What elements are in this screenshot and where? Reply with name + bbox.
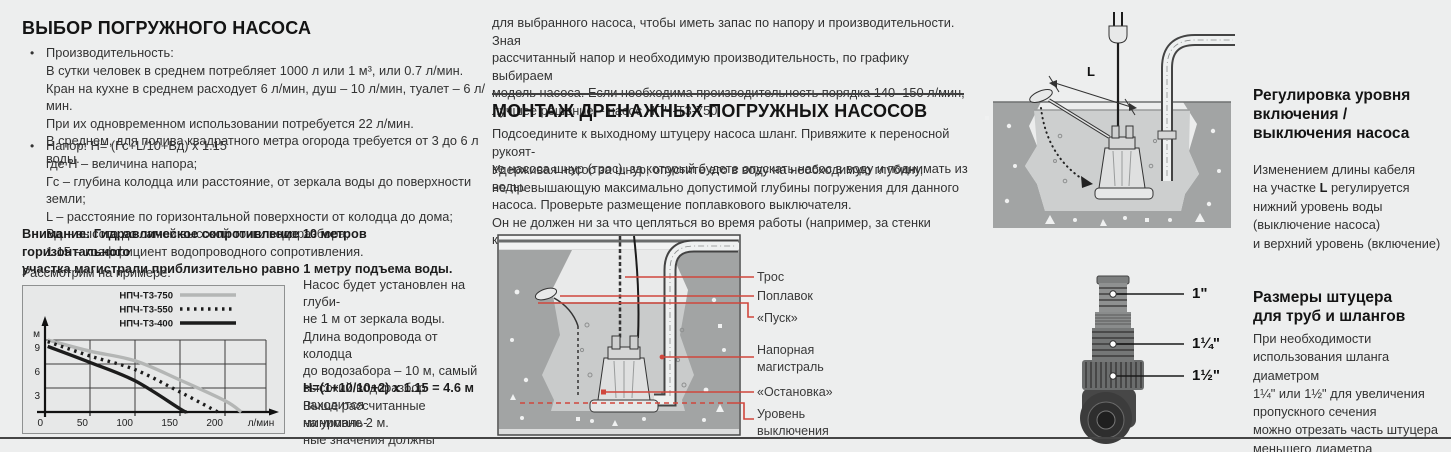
pit-illustration: L [985,12,1235,228]
float-switch-cable [1029,89,1110,139]
float-switch [534,287,579,398]
soil-right [670,250,739,429]
label-cutoff-level: Уровень выключения [757,407,829,438]
soil-left [499,250,572,429]
label-float: Поплавок [757,289,813,303]
water-bubbles [1053,133,1158,184]
svg-text:150: 150 [161,418,178,429]
page-bottom-rule [0,437,1451,439]
intro-paragraph: для выбранного насоса, чтобы иметь запас… [492,15,965,118]
section-divider [492,93,964,95]
soil-speckles [985,116,1221,226]
callout-lines [520,276,754,420]
fitting-heading: Размеры штуцера для труб и шлангов [1253,289,1406,325]
power-cable [633,235,640,339]
example-intro: Рассмотрим на примере: [22,265,171,280]
water-bubbles [579,322,687,388]
label-rope: Трос [757,270,785,284]
elbow-body [1080,388,1136,444]
head-formula-lines: где H – величина напора; Гс – глубина ко… [46,156,472,259]
fitting-leader-lines [1109,290,1184,380]
float-swing-arc [1040,107,1093,188]
capacity-lead: Производительность: [46,45,174,60]
svg-text:м: м [33,329,40,340]
pump [1094,125,1154,200]
regulation-heading: Регулировка уровня включения / выключени… [1253,87,1411,142]
svg-text:6: 6 [34,367,40,378]
svg-text:НПЧ-Т3-550: НПЧ-Т3-550 [119,305,173,316]
fitting-body: При необходимости использования шланга д… [1253,331,1438,452]
svg-text:50: 50 [77,418,89,429]
mounting-heading: МОНТАЖ ДРЕНАЖНЫХ ПОГРУЖНЫХ НАСОСОВ [492,101,928,121]
bullet-marker: • [30,139,35,153]
thread-section [1095,312,1131,328]
svg-text:100: 100 [116,418,133,429]
head-formula-lead: Напор: H= (Гс+L/10+Вд) x 1.15 [46,138,227,153]
label-pressure-line: Напорная магистраль [757,343,824,374]
capacity-lines: В сутки человек в среднем потребляет 100… [46,63,486,166]
plug-icon [1108,12,1128,128]
page-title: ВЫБОР ПОГРУЖНОГО НАСОСА [22,18,312,38]
L-dimension [1048,75,1137,116]
soil-bottom [499,411,739,429]
svg-text:3: 3 [34,391,40,402]
pump-curves-svg: 3 6 9 0 50 100 150 200 м л/мин НПЧ-Т3-750НПЧ-Т3-55… [33,291,279,429]
svg-text:200: 200 [206,418,223,429]
example-text-before: Насос будет установлен на глуби- не 1 м … [303,277,478,430]
fitting-size-1: 1" [1192,285,1208,302]
regulation-body-pre: Изменением длины кабеля на участке [1253,162,1416,196]
fitting-illustration [1080,275,1184,444]
well-illustration [497,234,754,436]
svg-text:0: 0 [37,418,43,429]
svg-text:л/мин: л/мин [248,418,275,429]
float [1029,89,1053,103]
regulation-body-post: регулируется нижний уровень воды (выключ… [1253,180,1441,251]
example-formula: H=(1+10/10+2) x 1.15 = 4.6 м [303,380,474,395]
label-stop: «Остановка» [757,385,833,399]
example-text-after: Выше рассчитанные минималь- ные значения… [303,398,435,452]
fitting-size-1-1-4: 1¼" [1192,335,1220,352]
warning-note: Внимание: Гидравлическое сопротивление 1… [22,226,453,276]
regulation-body-L: L [1319,180,1328,196]
L-dimension-label: L [1087,64,1095,79]
svg-text:НПЧ-Т3-400: НПЧ-Т3-400 [119,319,173,330]
label-start: «Пуск» [757,311,798,325]
mounting-para1: Подсоедините к выходному штуцеру насоса … [492,126,968,194]
fitting-size-1-1-2: 1½" [1192,367,1220,384]
svg-text:9: 9 [34,343,40,354]
discharge-pipe [1157,34,1235,181]
pipe-coupling [1157,130,1177,140]
bullet-marker: • [30,46,35,60]
regulation-body: Изменением длины кабеля на участке L рег… [1253,161,1451,253]
svg-text:НПЧ-Т3-750: НПЧ-Т3-750 [119,291,173,302]
